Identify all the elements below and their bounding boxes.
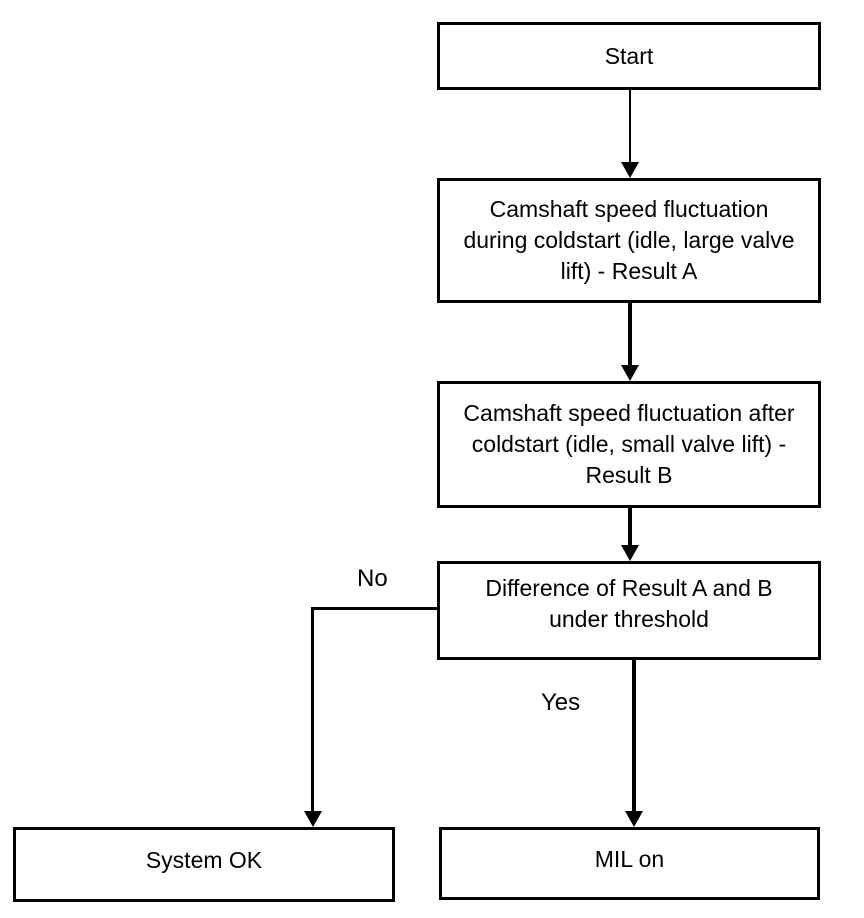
connector-resultb-to-decision [628, 508, 632, 547]
node-decision-threshold: Difference of Result A and B under thres… [437, 561, 821, 660]
arrowhead-down-icon [621, 545, 639, 561]
node-result-a: Camshaft speed fluctuation during coldst… [437, 178, 821, 303]
arrowhead-down-icon [304, 811, 322, 827]
connector-decision-no-horizontal [311, 607, 437, 610]
connector-start-to-resulta [629, 90, 631, 164]
arrowhead-down-icon [621, 365, 639, 381]
node-system-ok: System OK [13, 827, 395, 902]
arrowhead-down-icon [625, 811, 643, 827]
connector-resulta-to-resultb [628, 303, 632, 367]
branch-label-no: No [357, 565, 388, 592]
connector-decision-no-to-systemok [311, 607, 314, 813]
arrowhead-down-icon [621, 162, 639, 178]
connector-decision-yes-to-milon [632, 660, 636, 813]
node-result-b: Camshaft speed fluctuation after coldsta… [437, 381, 821, 508]
branch-label-yes: Yes [541, 689, 581, 716]
node-mil-on: MIL on [439, 827, 820, 900]
node-start: Start [437, 22, 821, 90]
